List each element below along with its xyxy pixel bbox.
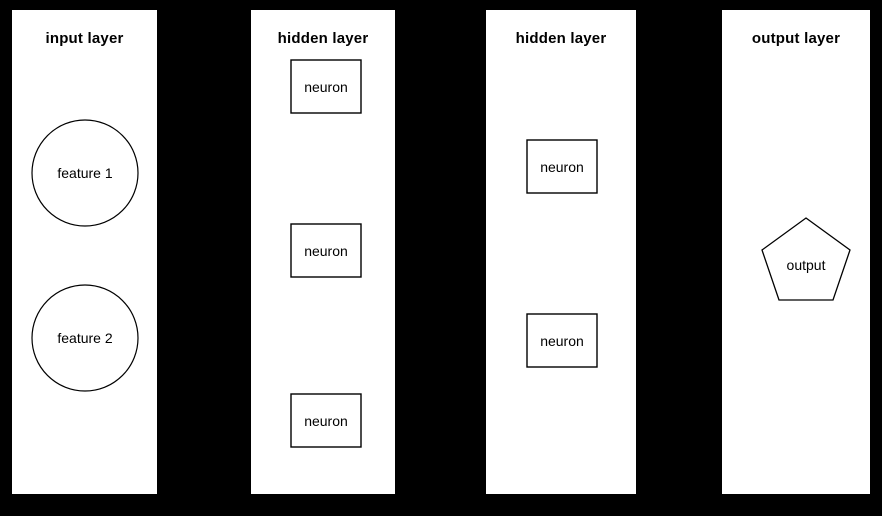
layer-panel-hidden-2: hidden layer neuron neuron <box>486 10 636 494</box>
node-shape-h2-neuron-1[interactable] <box>526 139 598 194</box>
node-label-h1-neuron-1: neuron <box>304 79 348 95</box>
node-label-feature-1: feature 1 <box>57 165 113 181</box>
node-label-h2-neuron-1: neuron <box>540 159 584 175</box>
node-label-output: output <box>786 257 826 273</box>
layer-panel-input: input layer feature 1 feature 2 <box>12 10 157 494</box>
layer-panel-hidden-1: hidden layer neuron neuron neuron <box>251 10 395 494</box>
node-label-h1-neuron-3: neuron <box>304 413 348 429</box>
output-node-shapes <box>761 217 851 301</box>
node-label-feature-2: feature 2 <box>57 330 113 346</box>
node-shape-h1-neuron-3[interactable] <box>290 393 362 448</box>
layer-title-output: output layer <box>751 30 841 47</box>
node-label-h2-neuron-2: neuron <box>540 333 584 349</box>
layer-panel-output: output layer output <box>722 10 870 494</box>
layer-title-hidden-1: hidden layer <box>277 30 369 47</box>
hidden-2-nodes-shapes <box>526 139 598 368</box>
node-shape-output-pentagon[interactable] <box>761 217 851 301</box>
node-shape-h1-neuron-1[interactable] <box>290 59 362 114</box>
input-nodes-shapes <box>31 119 139 392</box>
node-label-h1-neuron-2: neuron <box>304 243 348 259</box>
node-shape-feature-2[interactable] <box>31 284 139 392</box>
layer-title-input: input layer <box>45 30 124 47</box>
layer-title-hidden-2: hidden layer <box>515 30 607 47</box>
node-shape-h2-neuron-2[interactable] <box>526 313 598 368</box>
